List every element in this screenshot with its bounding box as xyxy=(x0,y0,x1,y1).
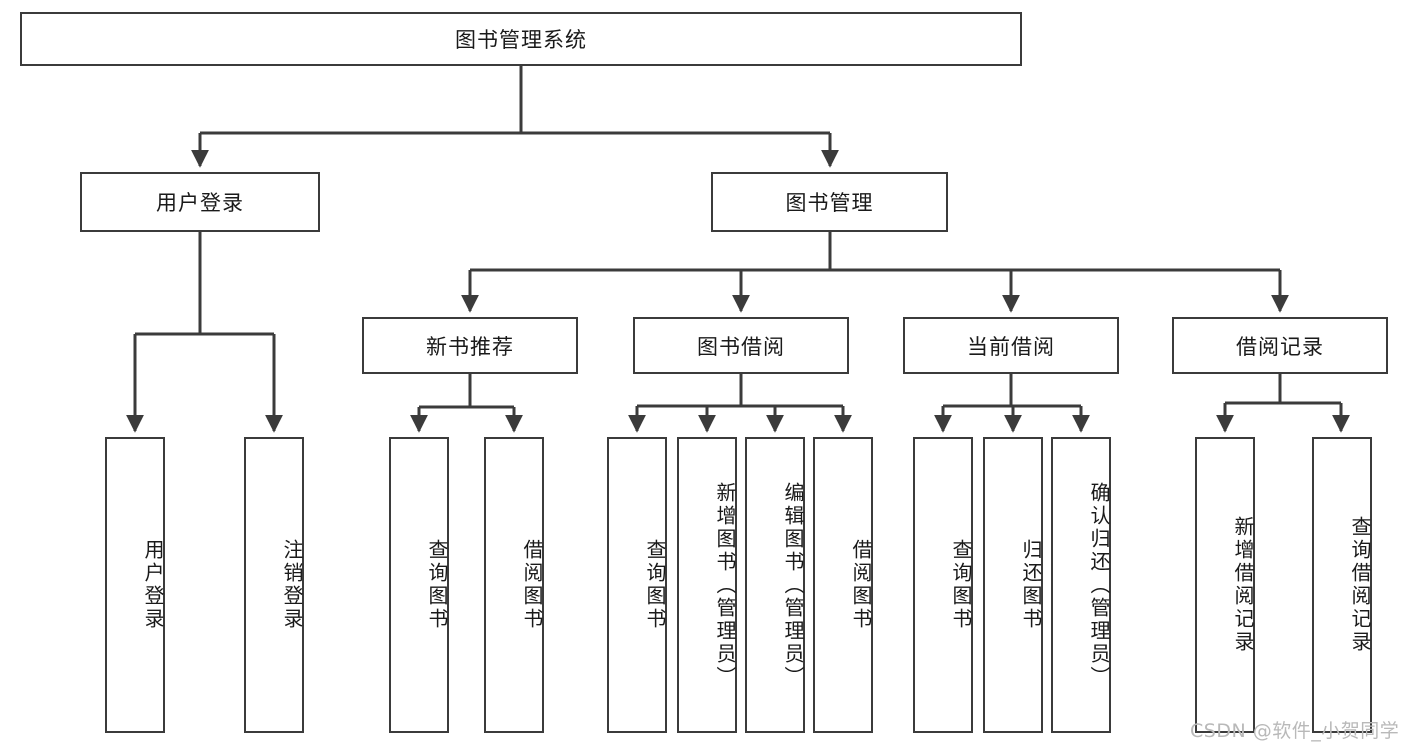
node-leaf-query-book-2[interactable]: 查询图书 xyxy=(607,437,667,733)
node-leaf-borrow-book-2[interactable]: 借阅图书 xyxy=(813,437,873,733)
node-borrow-record-label: 借阅记录 xyxy=(1236,334,1324,359)
node-leaf-return-book[interactable]: 归还图书 xyxy=(983,437,1043,733)
node-leaf-query-book-2-label: 查询图书 xyxy=(643,539,667,631)
node-current-borrow[interactable]: 当前借阅 xyxy=(903,317,1119,374)
node-leaf-query-book-1[interactable]: 查询图书 xyxy=(389,437,449,733)
node-leaf-logout-label: 注销登录 xyxy=(280,539,304,631)
node-leaf-borrow-book-2-label: 借阅图书 xyxy=(849,539,873,631)
node-new-book-recommend[interactable]: 新书推荐 xyxy=(362,317,578,374)
node-user-login[interactable]: 用户登录 xyxy=(80,172,320,232)
node-book-borrow[interactable]: 图书借阅 xyxy=(633,317,849,374)
node-leaf-query-book-1-label: 查询图书 xyxy=(425,539,449,631)
node-root-label: 图书管理系统 xyxy=(455,28,587,52)
node-leaf-add-book[interactable]: 新增图书（管理员） xyxy=(677,437,737,733)
node-leaf-confirm-return-label: 确认归还（管理员） xyxy=(1087,481,1111,689)
node-leaf-borrow-book-1-label: 借阅图书 xyxy=(520,539,544,631)
node-leaf-add-borrow-record[interactable]: 新增借阅记录 xyxy=(1195,437,1255,733)
node-book-manage[interactable]: 图书管理 xyxy=(711,172,948,232)
node-leaf-query-book-3[interactable]: 查询图书 xyxy=(913,437,973,733)
node-leaf-logout[interactable]: 注销登录 xyxy=(244,437,304,733)
node-new-book-recommend-label: 新书推荐 xyxy=(426,334,514,359)
node-borrow-record[interactable]: 借阅记录 xyxy=(1172,317,1388,374)
node-leaf-borrow-book-1[interactable]: 借阅图书 xyxy=(484,437,544,733)
node-leaf-query-borrow-record-label: 查询借阅记录 xyxy=(1348,516,1372,654)
node-leaf-edit-book-label: 编辑图书（管理员） xyxy=(781,481,805,689)
node-leaf-return-book-label: 归还图书 xyxy=(1019,539,1043,631)
node-leaf-add-borrow-record-label: 新增借阅记录 xyxy=(1231,516,1255,654)
node-leaf-add-book-label: 新增图书（管理员） xyxy=(713,481,737,689)
node-leaf-user-login[interactable]: 用户登录 xyxy=(105,437,165,733)
node-leaf-query-borrow-record[interactable]: 查询借阅记录 xyxy=(1312,437,1372,733)
node-root-system[interactable]: 图书管理系统 xyxy=(20,12,1022,66)
node-leaf-edit-book[interactable]: 编辑图书（管理员） xyxy=(745,437,805,733)
node-book-manage-label: 图书管理 xyxy=(785,191,874,215)
node-leaf-user-login-label: 用户登录 xyxy=(141,539,165,631)
node-user-login-label: 用户登录 xyxy=(156,191,244,215)
node-book-borrow-label: 图书借阅 xyxy=(697,334,785,359)
node-leaf-confirm-return[interactable]: 确认归还（管理员） xyxy=(1051,437,1111,733)
node-leaf-query-book-3-label: 查询图书 xyxy=(949,539,973,631)
csdn-watermark: CSDN @软件_小贺同学 xyxy=(1190,720,1400,742)
node-current-borrow-label: 当前借阅 xyxy=(967,334,1055,359)
